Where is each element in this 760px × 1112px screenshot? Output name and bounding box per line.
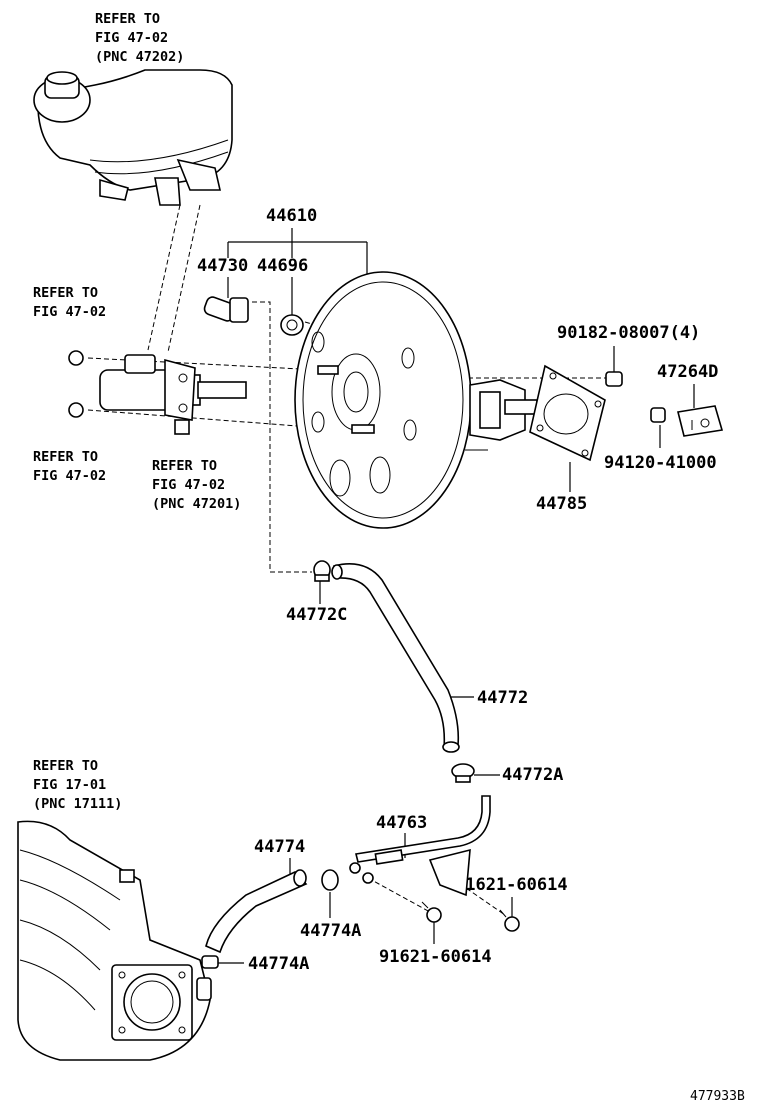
reference-line: REFER TO (33, 285, 98, 301)
leader-lines (218, 228, 695, 964)
part-label-44772[interactable]: 44772 (477, 688, 528, 708)
nut-90182[interactable] (605, 371, 623, 387)
part-label-91621-60614-right[interactable]: 91621-60614 (455, 875, 568, 895)
clip-44772A[interactable] (451, 763, 475, 783)
vacuum-tube-44763[interactable] (349, 795, 491, 897)
part-label-44730[interactable]: 44730 (197, 256, 248, 276)
part-label-91621-60614-bottom[interactable]: 91621-60614 (379, 947, 492, 967)
nut-icon[interactable] (68, 402, 84, 418)
part-label-44785[interactable]: 44785 (536, 494, 587, 514)
gasket-44785[interactable] (529, 364, 606, 462)
reference-line: REFER TO (152, 458, 217, 474)
check-valve-44730[interactable] (203, 295, 249, 323)
reference-manifold: REFER TO FIG 17-01 (PNC 17111) (33, 758, 122, 812)
reference-left-bottom: REFER TO FIG 47-02 (33, 449, 106, 484)
vacuum-hose-44772[interactable] (331, 563, 460, 753)
part-label-90182-08007[interactable]: 90182-08007(4) (557, 323, 700, 343)
reference-line: REFER TO (95, 11, 160, 27)
intake-manifold[interactable] (17, 820, 212, 1061)
reference-line: FIG 47-02 (152, 477, 225, 493)
reference-line: (PNC 47202) (95, 49, 184, 65)
hose-44774[interactable] (205, 869, 308, 954)
part-label-44763[interactable]: 44763 (376, 813, 427, 833)
part-label-44610[interactable]: 44610 (266, 206, 317, 226)
grommet-44696[interactable] (280, 314, 304, 336)
reference-line: REFER TO (33, 758, 98, 774)
brake-fluid-reservoir[interactable] (33, 69, 233, 206)
part-label-44772C[interactable]: 44772C (286, 605, 347, 625)
reference-line: FIG 47-02 (33, 468, 106, 484)
clip-44772C[interactable] (313, 560, 331, 582)
bolt-icon[interactable] (421, 901, 442, 923)
part-label-44774A-lower[interactable]: 44774A (248, 954, 309, 974)
part-label-44774A-upper[interactable]: 44774A (300, 921, 361, 941)
reference-line: FIG 47-02 (33, 304, 106, 320)
nut-icon[interactable] (68, 350, 84, 366)
figure-code: 477933B (690, 1089, 745, 1104)
reference-line: REFER TO (33, 449, 98, 465)
reference-line: FIG 17-01 (33, 777, 106, 793)
reference-master-cylinder: REFER TO FIG 47-02 (PNC 47201) (152, 458, 241, 512)
reference-left-top: REFER TO FIG 47-02 (33, 285, 106, 320)
reference-reservoir: REFER TO FIG 47-02 (PNC 47202) (95, 11, 184, 65)
clip-44774A-lower[interactable] (201, 955, 219, 969)
clip-44774A-upper[interactable] (321, 869, 339, 891)
part-label-47264D[interactable]: 47264D (657, 362, 718, 382)
part-label-44696[interactable]: 44696 (257, 256, 308, 276)
master-cylinder[interactable] (99, 354, 247, 435)
brake-booster[interactable] (294, 271, 538, 529)
reference-line: (PNC 47201) (152, 496, 241, 512)
reference-line: FIG 47-02 (95, 30, 168, 46)
part-label-44772A[interactable]: 44772A (502, 765, 563, 785)
nut-94120[interactable] (650, 407, 666, 423)
clevis-47264D[interactable] (677, 405, 724, 437)
part-label-44774[interactable]: 44774 (254, 837, 305, 857)
bolt-icon[interactable] (499, 909, 520, 932)
reference-line: (PNC 17111) (33, 796, 122, 812)
part-label-94120-41000[interactable]: 94120-41000 (604, 453, 717, 473)
